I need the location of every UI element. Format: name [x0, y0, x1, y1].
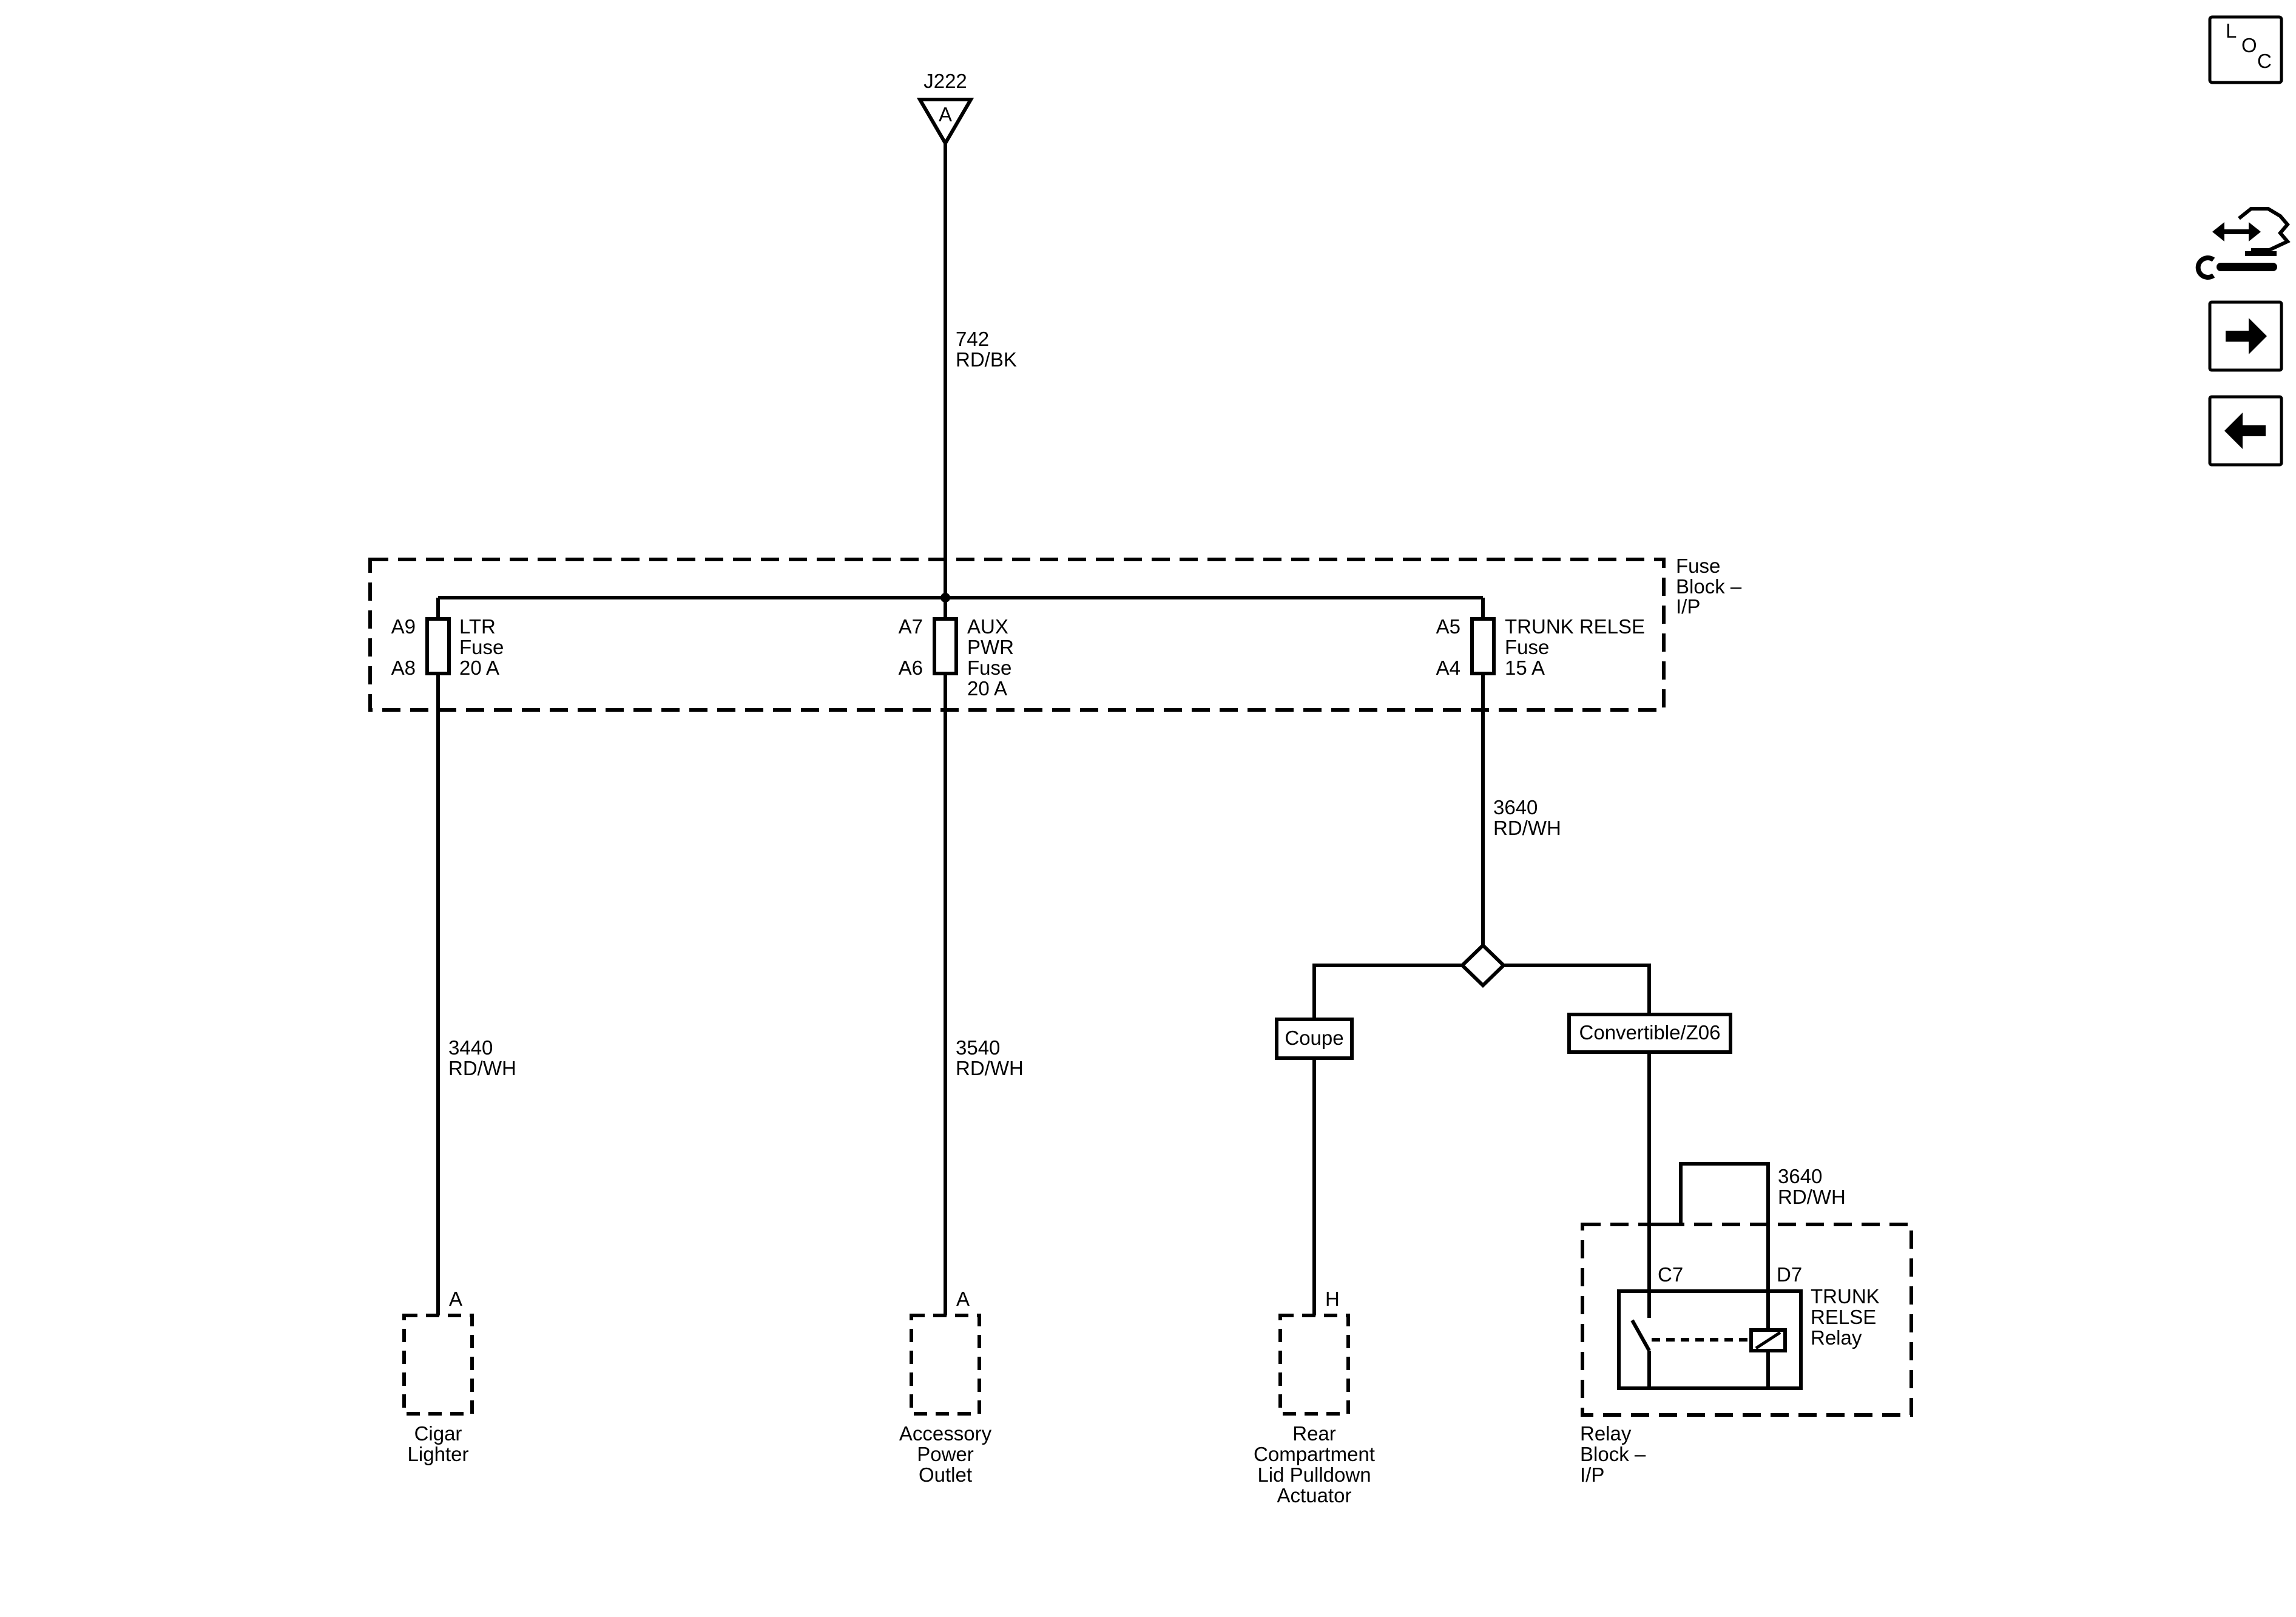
wire-3640-jumper-color: RD/WH [1778, 1186, 1846, 1208]
pulldown-actuator-pin: H [1325, 1288, 1340, 1310]
pulldown-actuator-name: Rear [1292, 1422, 1336, 1445]
relay-block-outline [1581, 1223, 1913, 1417]
wire-3640-circuit: 3640 [1493, 796, 1538, 819]
fuse-ltr-symbol [425, 617, 451, 675]
wire-3640-jumper-circuit: 3640 [1778, 1165, 1822, 1187]
fuse-block-outline [368, 558, 1666, 712]
wire-3440-circuit: 3440 [448, 1036, 493, 1059]
previous-page-icon[interactable] [2208, 395, 2283, 467]
accessory-outlet-pin: A [956, 1288, 970, 1310]
fuse-ltr-pin-out: A8 [391, 657, 416, 679]
connector-j222-pin: A [939, 103, 952, 126]
fuse-ltr-label: Fuse [459, 636, 504, 658]
option-coupe [1275, 1018, 1354, 1060]
fuse-ltr-label: 20 A [459, 657, 499, 679]
accessory-outlet-name: Power [917, 1443, 974, 1465]
fuse-aux-pin-out: A6 [899, 657, 923, 679]
wire-coupe-branch [1312, 964, 1462, 1019]
cigar-lighter-pin: A [449, 1288, 462, 1310]
fuse-trunk-label: Fuse [1505, 636, 1549, 658]
relay-block-name: I/P [1580, 1463, 1604, 1486]
wire-742-color: RD/BK [956, 348, 1017, 371]
option-coupe-label: Coupe [1285, 1027, 1343, 1049]
fuse-block-name: I/P [1676, 595, 1700, 618]
fuse-block-name: Fuse [1676, 555, 1720, 577]
relay-switch-blade [1630, 1319, 1651, 1352]
pulldown-actuator-name: Lid Pulldown [1257, 1463, 1371, 1486]
connector-j222-label: J222 [923, 70, 967, 92]
fuse-trunk-symbol [1470, 617, 1496, 675]
fuse-block-name: Block – [1676, 575, 1742, 598]
svg-text:L: L [2226, 19, 2237, 42]
wire-3640-color: RD/WH [1493, 817, 1561, 839]
wire-3540-circuit: 3540 [956, 1036, 1000, 1059]
fuse-trunk-pin-in: A5 [1436, 615, 1460, 638]
fuse-aux-label: PWR [967, 636, 1014, 658]
wire-convertible-branch [1504, 964, 1651, 1014]
cigar-lighter-name: Lighter [408, 1443, 469, 1465]
cigar-lighter-outline [402, 1314, 474, 1416]
svg-text:C: C [2257, 50, 2272, 72]
fuse-aux-label: 20 A [967, 677, 1007, 700]
fuse-aux-label: AUX [967, 615, 1008, 638]
accessory-outlet-outline [910, 1314, 981, 1416]
accessory-outlet-name: Outlet [919, 1463, 972, 1486]
wire-3440-color: RD/WH [448, 1057, 516, 1079]
pulldown-actuator-name: Actuator [1277, 1484, 1352, 1507]
relay-block-name: Block – [1580, 1443, 1646, 1465]
trunk-release-relay-name: TRUNK [1811, 1285, 1880, 1308]
fuse-aux-label: Fuse [967, 657, 1011, 679]
accessory-outlet-name: Accessory [899, 1422, 992, 1445]
fuse-aux-pin-in: A7 [899, 615, 923, 638]
connector-j222-symbol [916, 98, 974, 147]
option-split-diamond [1459, 942, 1507, 988]
trunk-release-relay-name: RELSE [1811, 1306, 1876, 1328]
fuse-trunk-pin-out: A4 [1436, 657, 1460, 679]
relay-pin-c7: C7 [1658, 1263, 1683, 1286]
fuse-trunk-label: 15 A [1505, 657, 1545, 679]
pulldown-actuator-outline [1278, 1314, 1350, 1416]
relay-pin-d7: D7 [1777, 1263, 1802, 1286]
fuse-aux-symbol [933, 617, 958, 675]
option-convertible-label: Convertible/Z06 [1579, 1021, 1721, 1044]
loc-button-icon[interactable]: L O C [2208, 15, 2283, 84]
wire-3640-jumper [1649, 1162, 1770, 1291]
trunk-release-relay-name: Relay [1811, 1326, 1862, 1349]
wire-742-circuit: 742 [956, 328, 989, 350]
fuse-trunk-label: TRUNK RELSE [1505, 615, 1645, 638]
fuse-ltr-pin-in: A9 [391, 615, 416, 638]
svg-text:O: O [2241, 34, 2257, 56]
cigar-lighter-name: Cigar [414, 1422, 462, 1445]
pulldown-actuator-name: Compartment [1254, 1443, 1375, 1465]
relay-coil-slash [1755, 1331, 1781, 1350]
relay-block-name: Relay [1580, 1422, 1632, 1445]
connector-view-icon[interactable] [2195, 207, 2291, 280]
fuse-ltr-label: LTR [459, 615, 496, 638]
wire-3540-color: RD/WH [956, 1057, 1024, 1079]
next-page-icon[interactable] [2208, 300, 2283, 372]
